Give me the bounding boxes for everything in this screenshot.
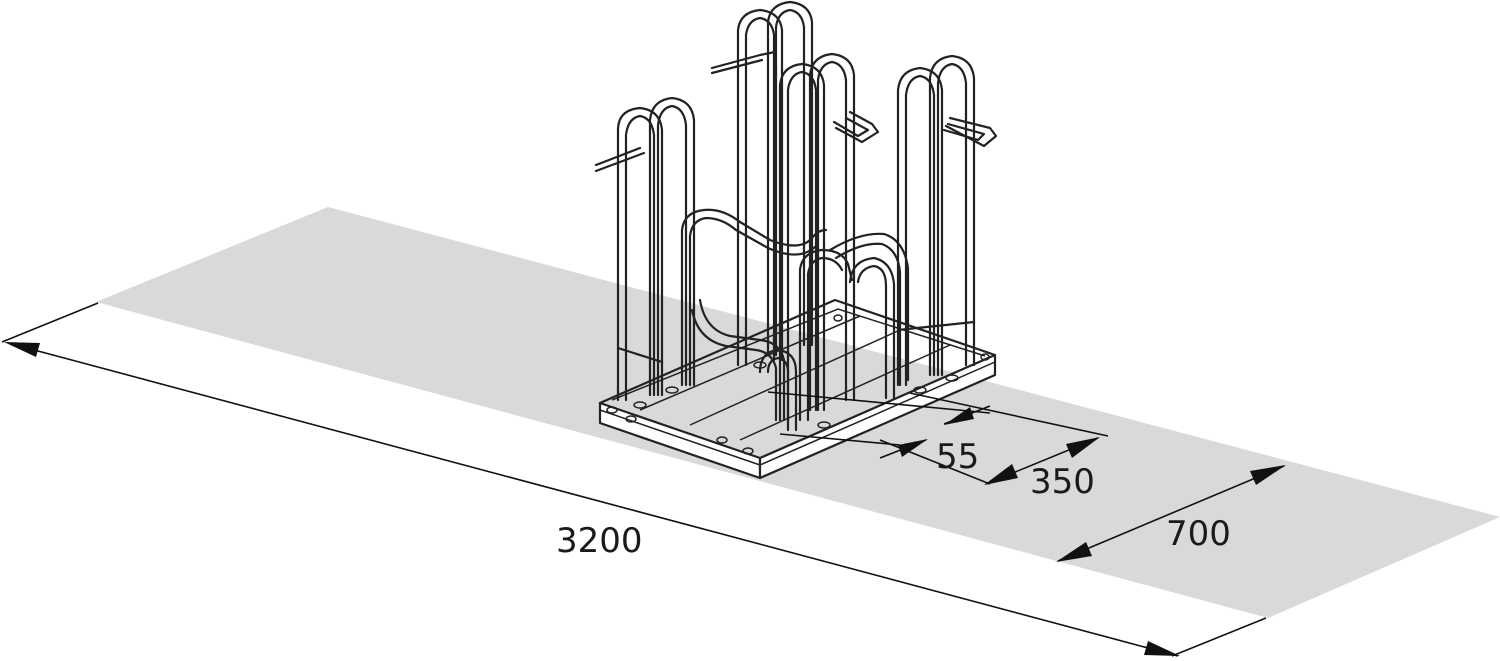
dimension-label-700: 700 <box>1166 514 1231 554</box>
rack-loop-left <box>594 96 696 409</box>
dimension-700: 700 <box>1056 465 1286 562</box>
rack-loop-center-middle <box>778 52 880 429</box>
dimension-350: 350 <box>879 392 1109 502</box>
dimension-label-3200: 3200 <box>556 521 643 561</box>
ground-footprint <box>96 207 1500 618</box>
dimension-55: 55 <box>767 391 991 477</box>
rack-loop-center-tall <box>710 0 814 369</box>
dimension-3200: 3200 <box>1 302 1267 657</box>
rack-wheel-guide-right <box>798 232 910 422</box>
dimension-label-350: 350 <box>1030 462 1095 502</box>
rack-wheel-guide-front <box>680 208 828 432</box>
bike-rack <box>594 0 998 480</box>
rack-base-frame <box>598 298 997 480</box>
dimension-label-55: 55 <box>936 437 979 477</box>
rack-loop-right <box>896 54 998 394</box>
